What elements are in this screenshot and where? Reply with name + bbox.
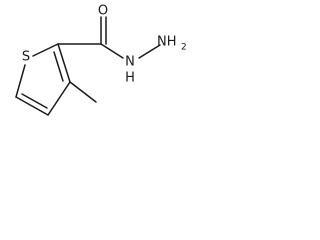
bond-c4-c3 (47, 81, 71, 116)
bond-c3-c2-double (53, 51, 64, 82)
bond-carbonyl-nitrogen (100, 43, 124, 59)
bond-s-c2 (32, 43, 59, 57)
amide-h-label: H (125, 71, 135, 86)
structure-diagram: S O N H NH 2 (15, 4, 187, 116)
molecule-canvas: S O N H NH 2 (0, 0, 194, 140)
bond-c5-c4-double (21, 93, 48, 109)
oxygen-label: O (98, 4, 108, 19)
amine-subscript-label: 2 (181, 43, 187, 53)
amine-group-label: NH (157, 35, 177, 50)
amide-nitrogen-label: N (125, 55, 135, 70)
bond-c3-c2 (57, 43, 71, 83)
bond-s-c5 (15, 64, 26, 98)
bond-c3-methyl (69, 81, 97, 103)
bond-c5-c4 (15, 96, 49, 116)
bond-n-n (138, 44, 161, 59)
sulfur-label: S (22, 50, 30, 65)
